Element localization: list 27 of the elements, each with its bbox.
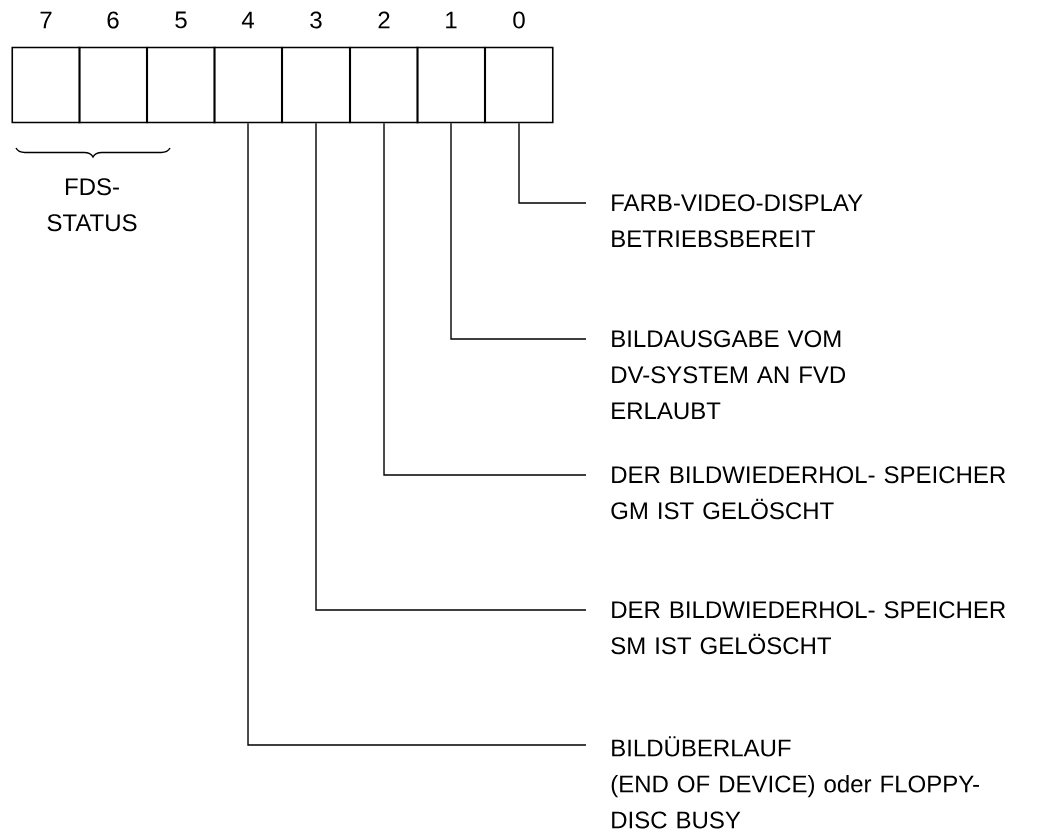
bit-number: 7 [40,11,52,29]
bit-cell [416,46,486,124]
group-label: FDS- STATUS [47,178,137,232]
bit-cell [281,46,351,124]
bit-cell [11,46,81,124]
bit-number: 6 [107,11,119,29]
leader-line [383,122,587,476]
bit-number: 2 [378,11,390,29]
description-text: DER BILDWIEDERHOL- SPEICHER SM IST GELÖSCHT [611,601,1006,655]
bit-cell [213,46,283,124]
leader-line [315,122,587,611]
bit-cell [484,46,554,124]
bit-cell [146,46,216,124]
bit-number: 1 [446,11,457,29]
leader-line [247,122,587,746]
bit-number: 3 [310,11,322,29]
leader-line [518,122,587,204]
bit-number: 0 [513,11,525,29]
leader-line [450,122,587,340]
bit-number: 4 [241,11,254,29]
bit-cell [78,46,148,124]
bit-cell [349,46,419,124]
description-text: FARB-VIDEO-DISPLAY BETRIEBSBEREIT [612,194,863,248]
bit-number: 5 [175,11,187,29]
description-text: BILDÜBERLAUF (END OF DEVICE) oder FLOPPY-DISC BUSY [611,736,979,829]
description-text: DER BILDWIEDERHOL- SPEICHER GM IST GELÖSCHT [611,466,1006,520]
description-text: BILDAUSGABE VOM DV-SYSTEM AN FVD ERLAUBT [612,330,846,420]
